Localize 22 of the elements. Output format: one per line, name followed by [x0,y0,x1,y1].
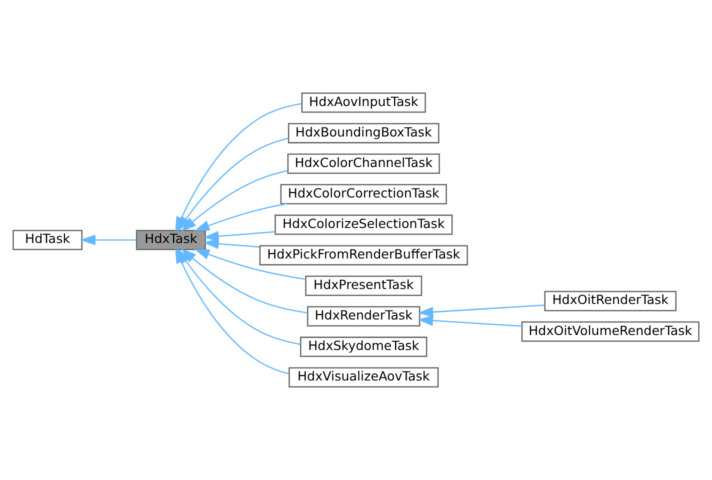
arrow [418,304,545,318]
arrow [194,248,306,280]
arrow [181,170,288,232]
node-box: HdxRenderTask [307,306,420,326]
node-box: HdxPresentTask [305,276,422,296]
arrow [203,238,260,250]
arrow [418,315,522,327]
node-box: HdTask [12,230,83,250]
arrow [203,230,276,242]
node-box: HdxColorCorrectionTask [280,184,447,204]
node-box: HdxSkydomeTask [300,336,428,358]
node-box: HdxOitRenderTask [544,290,677,312]
node-box: HdxOitVolumeRenderTask [521,321,700,342]
arrow [80,234,136,246]
node-box: HdxVisualizeAovTask [288,367,439,388]
node-box: HdxBoundingBoxTask [288,122,440,144]
node-box: HdxAovInputTask [301,92,426,113]
node-box: HdxColorChannelTask [287,154,440,174]
arrow [194,203,288,232]
node-box: HdxTask [136,230,206,250]
node-box: HdxColorizeSelectionTask [274,214,453,235]
node-box: HdxPickFromRenderBufferTask [259,245,468,266]
